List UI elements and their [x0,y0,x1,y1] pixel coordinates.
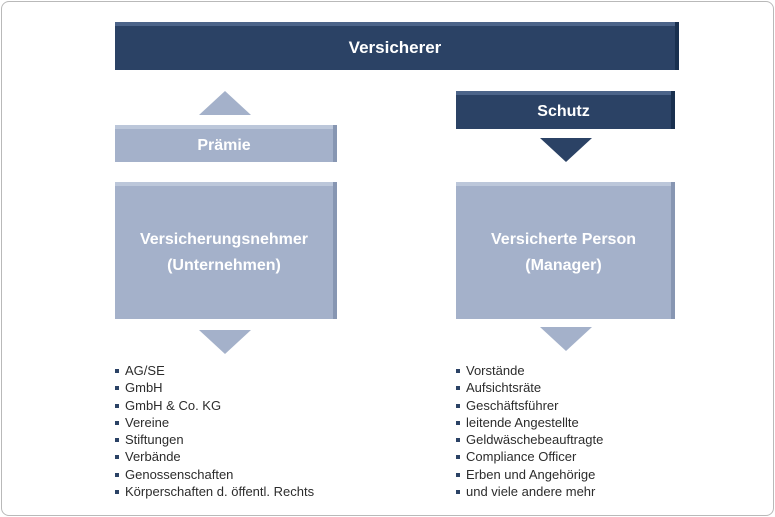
list-item: Compliance Officer [456,448,603,465]
list-item: AG/SE [115,362,314,379]
list-item: Verbände [115,448,314,465]
insured-person-subtitle: (Manager) [525,256,602,274]
premium-label: Prämie [197,136,251,154]
list-item: GmbH & Co. KG [115,397,314,414]
list-item: Stiftungen [115,431,314,448]
policyholder-subtitle: (Unternehmen) [167,256,281,274]
list-item: Vereine [115,414,314,431]
list-item: Vorstände [456,362,603,379]
list-item: und viele andere mehr [456,483,603,500]
policyholder-box: Versicherungsnehmer (Unternehmen) [115,182,333,319]
insurer-label: Versicherer [348,38,442,57]
protection-down-arrow-icon [540,138,592,162]
policyholder-down-arrow-icon [199,330,251,354]
insured-person-box: Versicherte Person (Manager) [456,182,671,319]
premium-box: Prämie [115,125,333,162]
policyholder-types-list: AG/SE GmbH GmbH & Co. KG Vereine Stiftun… [115,362,314,500]
protection-box: Schutz [456,91,671,129]
list-item: Körperschaften d. öffentl. Rechts [115,483,314,500]
list-item: Geldwäschebeauftragte [456,431,603,448]
list-item: Geschäftsführer [456,397,603,414]
insured-person-types-list: Vorstände Aufsichtsräte Geschäftsführer … [456,362,603,500]
insured-person-down-arrow-icon [540,327,592,351]
protection-label: Schutz [537,103,590,120]
list-item: Aufsichtsräte [456,379,603,396]
list-item: Genossenschaften [115,466,314,483]
list-item: GmbH [115,379,314,396]
list-item: Erben und Angehörige [456,466,603,483]
premium-up-arrow-icon [199,91,251,115]
list-item: leitende Angestellte [456,414,603,431]
insured-person-title: Versicherte Person [491,230,636,248]
policyholder-title: Versicherungsnehmer [139,230,309,248]
insurer-box: Versicherer [115,22,675,70]
